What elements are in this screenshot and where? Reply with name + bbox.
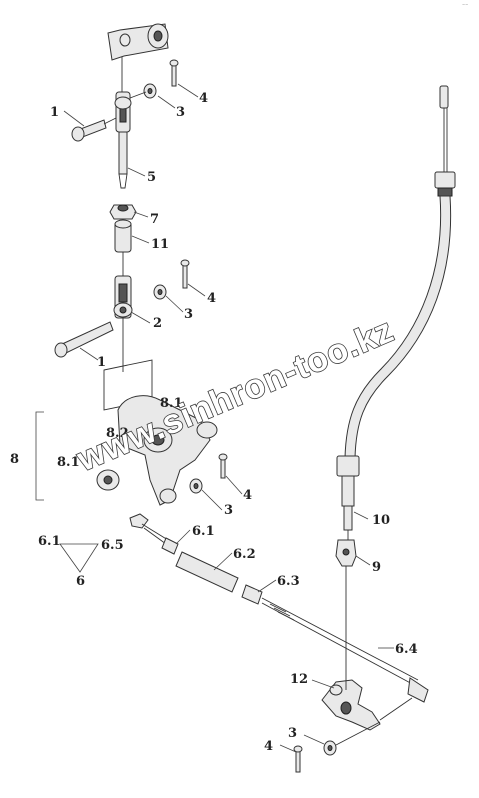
callout-8-2: 8.2 — [106, 426, 129, 441]
callout-1-mid: 1 — [97, 355, 106, 370]
callout-8-1-left: 8.1 — [57, 455, 80, 470]
nut-7 — [109, 204, 137, 220]
rod-5 — [118, 131, 128, 189]
top-mount-bracket — [107, 23, 169, 92]
callout-7: 7 — [150, 212, 159, 227]
shift-cable-10 — [336, 85, 456, 540]
upper-pin — [71, 117, 117, 142]
group-6-triangle — [59, 543, 99, 573]
lever-cotter-pin — [218, 453, 228, 479]
callout-3-mid: 3 — [184, 307, 193, 322]
bottom-washer — [323, 721, 381, 756]
callout-3-bottom: 3 — [288, 726, 297, 741]
upper-clevis-fork — [114, 91, 132, 133]
bottom-cotter-pin — [293, 745, 303, 773]
corner-mark: ⁻⁻ — [462, 3, 468, 10]
middle-clevis-2 — [113, 275, 133, 319]
callout-3-top: 3 — [176, 105, 185, 120]
callout-4-bottom: 4 — [264, 739, 273, 754]
leader-lines — [63, 83, 394, 753]
callout-4-mid: 4 — [207, 291, 216, 306]
callout-3-low: 3 — [224, 503, 233, 518]
callout-11: 11 — [151, 237, 169, 252]
callout-4-low: 4 — [243, 488, 252, 503]
cable-end-9 — [335, 539, 357, 690]
callout-1-top: 1 — [50, 105, 59, 120]
lever-assembly-8 — [96, 359, 218, 506]
upper-cotter-pin — [169, 59, 179, 87]
middle-pin — [54, 321, 114, 358]
callout-6-1: 6.1 — [192, 524, 215, 539]
group-8-bracket — [35, 411, 44, 501]
upper-washer — [129, 83, 157, 99]
callout-6: 6 — [76, 574, 85, 589]
callout-6-4: 6.4 — [395, 642, 418, 657]
callout-8: 8 — [10, 452, 19, 467]
callout-8-1-top: 8.1 — [160, 396, 183, 411]
middle-washer — [153, 284, 167, 300]
callout-2: 2 — [153, 316, 162, 331]
callout-5: 5 — [147, 170, 156, 185]
callout-12: 12 — [290, 672, 308, 687]
lever-lower-washer — [189, 478, 203, 494]
callout-6-1-left: 6.1 — [38, 534, 61, 549]
callout-6-5: 6.5 — [101, 538, 124, 553]
shift-rod-assembly-6 — [129, 513, 429, 703]
middle-cotter-pin — [180, 259, 190, 289]
callout-6-3: 6.3 — [277, 574, 300, 589]
bottom-lever-12 — [321, 679, 413, 731]
callout-9: 9 — [372, 560, 381, 575]
callout-10: 10 — [372, 513, 390, 528]
coupler-11 — [114, 219, 132, 276]
callout-6-2: 6.2 — [233, 547, 256, 562]
callout-4-top: 4 — [199, 91, 208, 106]
